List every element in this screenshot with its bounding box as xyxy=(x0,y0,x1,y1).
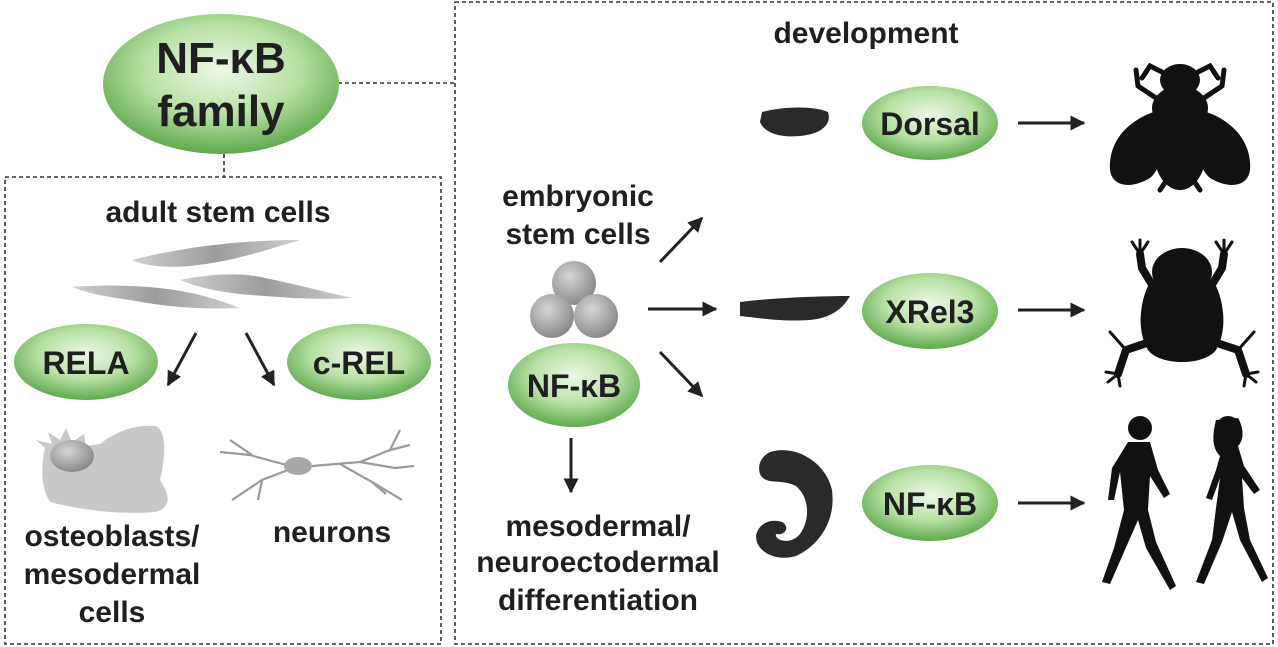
arrow-to-osteoblasts xyxy=(166,332,198,387)
adult-stem-cells-heading: adult stem cells xyxy=(105,196,330,229)
arrow-esc-to-human xyxy=(658,350,704,398)
osteoblasts-label-line2: mesodermal xyxy=(24,558,201,591)
development-box xyxy=(454,1,1274,645)
differentiation-line3: differentiation xyxy=(498,584,698,617)
nfkb-family-oval: NF-κB family xyxy=(103,14,339,154)
family-title-line1: NF-κB xyxy=(156,34,286,83)
crel-label: c-REL xyxy=(313,345,405,381)
frog-embryo-icon xyxy=(740,296,850,321)
differentiation-line2: neuroectodermal xyxy=(476,546,719,579)
osteoblasts-label-line3: cells xyxy=(79,596,146,629)
nfkb-human-label: NF-κB xyxy=(883,486,977,522)
fly-embryo-icon xyxy=(760,107,829,137)
human-embryo-icon xyxy=(756,450,833,558)
frog-silhouette-icon xyxy=(1104,238,1260,388)
differentiation-line1: mesodermal/ xyxy=(505,510,691,543)
adult-stem-cells-icon xyxy=(72,240,352,309)
dorsal-label: Dorsal xyxy=(880,106,980,142)
nfkb-esc-label: NF-κB xyxy=(527,368,621,404)
crel-oval: c-REL xyxy=(287,324,431,400)
arrow-to-neurons xyxy=(244,332,276,387)
woman-silhouette-icon xyxy=(1196,416,1268,584)
osteoblast-cell-icon xyxy=(36,425,168,513)
fly-silhouette-icon xyxy=(1109,62,1251,193)
xrel3-oval: XRel3 xyxy=(862,273,998,349)
embryonic-stem-cells-icon xyxy=(530,261,618,338)
family-title-line2: family xyxy=(157,87,285,136)
nfkb-esc-oval: NF-κB xyxy=(508,343,640,427)
arrow-esc-to-fly xyxy=(658,216,704,264)
xrel3-label: XRel3 xyxy=(886,294,975,330)
embryonic-stem-cells-line2: stem cells xyxy=(505,218,650,251)
neurons-label: neurons xyxy=(273,516,391,549)
dorsal-oval: Dorsal xyxy=(862,86,998,160)
development-heading: development xyxy=(773,17,958,50)
embryonic-stem-cells-line1: embryonic xyxy=(502,180,654,213)
man-silhouette-icon xyxy=(1102,416,1176,590)
rela-label: RELA xyxy=(42,345,129,381)
neuron-icon xyxy=(219,429,415,501)
rela-oval: RELA xyxy=(14,324,158,400)
adult-stem-cell-box xyxy=(4,176,442,645)
nfkb-human-oval: NF-κB xyxy=(862,465,998,541)
osteoblasts-label-line1: osteoblasts/ xyxy=(24,520,200,553)
